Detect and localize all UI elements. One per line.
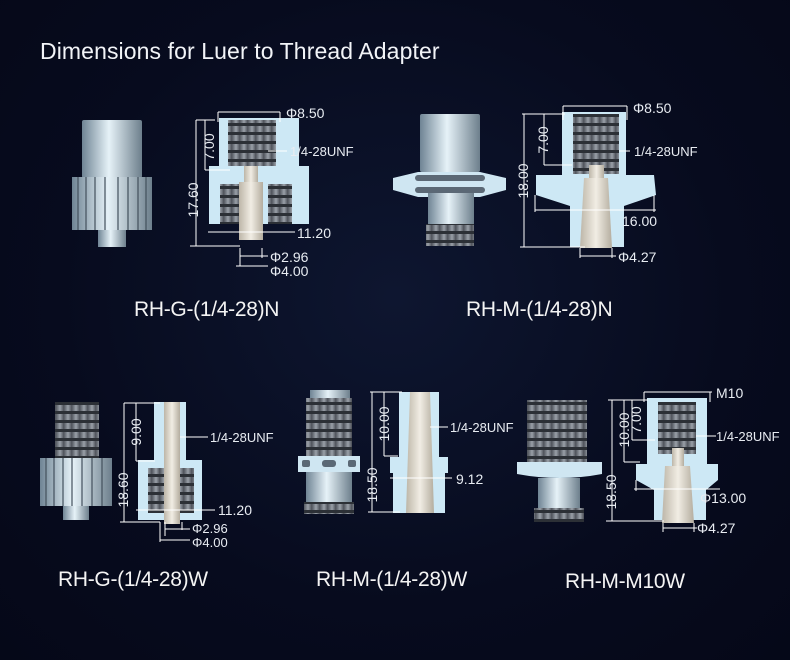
adapter-3-length: 18.60 xyxy=(115,472,131,507)
adapter-4-model: RH-M-(1/4-28)W xyxy=(316,568,467,591)
adapter-2-tip: Φ4.27 xyxy=(618,249,657,265)
adapter-2-thread: 1/4-28UNF xyxy=(634,144,698,159)
adapter-1-model: RH-G-(1/4-28)N xyxy=(134,298,279,321)
adapter-5-outer-thread: M10 xyxy=(716,385,743,401)
adapter-3-render xyxy=(40,402,112,520)
adapter-5-thread-length: 10.00 xyxy=(616,412,632,447)
adapter-5-thread: 1/4-28UNF xyxy=(716,429,780,444)
adapter-1-thread-depth: 7.00 xyxy=(201,133,217,160)
adapter-4-section: 1/4-28UNF 9.12 10.00 18.50 xyxy=(364,391,514,513)
adapter-1-pin-outer: Φ4.00 xyxy=(270,263,309,279)
adapter-5-section: M10 1/4-28UNF Φ13.00 Φ4.27 10.00 7.00 18… xyxy=(603,385,780,536)
adapter-5-tip: Φ4.27 xyxy=(697,520,736,536)
adapter-2-length: 18.00 xyxy=(515,163,531,198)
adapter-5-render xyxy=(517,400,602,522)
adapter-3-pin-outer: Φ4.00 xyxy=(192,535,228,550)
page-title: Dimensions for Luer to Thread Adapter xyxy=(40,38,440,64)
adapter-2-model: RH-M-(1/4-28)N xyxy=(466,298,612,321)
adapter-2-flange: 16.00 xyxy=(622,213,657,229)
adapter-1-outer-dia: Φ8.50 xyxy=(286,105,325,121)
adapter-1-length: 17.60 xyxy=(185,182,201,217)
adapter-1-render xyxy=(72,120,152,247)
adapter-4-thread: 1/4-28UNF xyxy=(450,420,514,435)
adapter-4-render xyxy=(298,390,360,514)
adapter-4-length: 18.50 xyxy=(364,467,380,502)
adapter-3-pin-inner: Φ2.96 xyxy=(192,521,228,536)
adapter-2-outer-dia: Φ8.50 xyxy=(633,100,672,116)
adapter-3-model: RH-G-(1/4-28)W xyxy=(58,568,208,591)
adapter-3-flange: 11.20 xyxy=(218,502,252,518)
adapter-1-flange: 11.20 xyxy=(297,225,331,241)
adapter-5-model: RH-M-M10W xyxy=(565,570,685,593)
adapter-3-section: 1/4-28UNF 11.20 Φ2.96 Φ4.00 9.00 18.60 xyxy=(115,402,274,550)
adapter-2-thread-depth: 7.00 xyxy=(535,126,551,153)
adapter-2-section: Φ8.50 1/4-28UNF 16.00 Φ4.27 7.00 18.00 xyxy=(515,100,698,265)
adapter-1-section: Φ8.50 1/4-28UNF 11.20 Φ2.96 Φ4.00 7.00 1… xyxy=(185,105,354,279)
adapter-1-thread: 1/4-28UNF xyxy=(290,144,354,159)
adapter-3-thread-length: 9.00 xyxy=(128,418,144,445)
adapter-2-render xyxy=(393,114,506,246)
adapter-3-thread: 1/4-28UNF xyxy=(210,430,274,445)
adapter-4-flange: 9.12 xyxy=(456,471,483,487)
adapter-4-thread-length: 10.00 xyxy=(376,406,392,441)
adapter-1-pin-inner: Φ2.96 xyxy=(270,249,309,265)
adapter-5-thread-depth: 7.00 xyxy=(628,406,644,433)
adapter-5-flange: Φ13.00 xyxy=(700,490,746,506)
adapter-5-length: 18.50 xyxy=(603,474,619,509)
